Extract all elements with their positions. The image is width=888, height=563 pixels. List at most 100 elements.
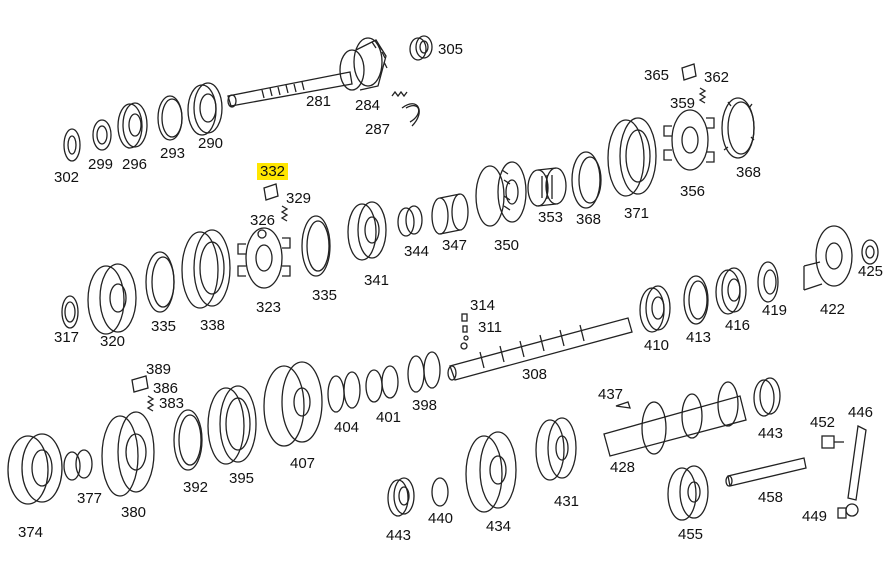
ring-440	[431, 477, 449, 507]
gear-455	[667, 465, 709, 521]
part-label-371[interactable]: 371	[624, 205, 650, 222]
clip-287	[401, 103, 420, 127]
pawl-365	[681, 63, 697, 81]
part-label-332[interactable]: 332	[257, 163, 289, 180]
bearing-401	[365, 365, 399, 403]
part-label-347[interactable]: 347	[442, 237, 468, 254]
part-label-383[interactable]: 383	[159, 395, 185, 412]
part-label-380[interactable]: 380	[121, 504, 147, 521]
gear-341	[347, 201, 387, 261]
bearing-443-right	[753, 377, 781, 417]
part-label-386[interactable]: 386	[153, 380, 179, 397]
gear-350	[475, 161, 527, 227]
part-label-350[interactable]: 350	[494, 237, 520, 254]
ring-317	[61, 295, 79, 329]
part-label-368-middle[interactable]: 368	[576, 211, 602, 228]
part-label-329[interactable]: 329	[286, 190, 312, 207]
sleeve-395	[207, 385, 257, 465]
part-label-377[interactable]: 377	[77, 490, 103, 507]
ring-302	[63, 128, 81, 162]
part-label-305[interactable]: 305	[438, 41, 464, 58]
bushing-404	[327, 371, 361, 413]
ring-368-right	[721, 97, 755, 159]
part-label-368-right[interactable]: 368	[736, 164, 762, 181]
part-label-398[interactable]: 398	[412, 397, 438, 414]
part-label-428[interactable]: 428	[610, 459, 636, 476]
part-label-299[interactable]: 299	[88, 156, 114, 173]
part-label-401[interactable]: 401	[376, 409, 402, 426]
part-label-395[interactable]: 395	[229, 470, 255, 487]
part-label-440[interactable]: 440	[428, 510, 454, 527]
synchro-hub-323	[237, 227, 291, 289]
part-label-413[interactable]: 413	[686, 329, 712, 346]
gear-434	[465, 431, 517, 513]
bearing-353	[527, 167, 567, 207]
part-label-308[interactable]: 308	[522, 366, 548, 383]
part-label-449[interactable]: 449	[802, 508, 828, 525]
part-label-335-upper[interactable]: 335	[312, 287, 338, 304]
part-label-392[interactable]: 392	[183, 479, 209, 496]
part-label-341[interactable]: 341	[364, 272, 390, 289]
bushing-347	[431, 193, 469, 235]
part-label-356[interactable]: 356	[680, 183, 706, 200]
part-label-320[interactable]: 320	[100, 333, 126, 350]
bearing-296	[117, 102, 148, 149]
part-label-338[interactable]: 338	[200, 317, 226, 334]
flange-422	[803, 225, 853, 291]
part-label-443-left[interactable]: 443	[386, 527, 412, 544]
part-label-458[interactable]: 458	[758, 489, 784, 506]
part-label-404[interactable]: 404	[334, 419, 360, 436]
part-label-326[interactable]: 326	[250, 212, 276, 229]
part-label-365[interactable]: 365	[644, 67, 670, 84]
part-label-431[interactable]: 431	[554, 493, 580, 510]
ring-413	[683, 275, 709, 325]
part-label-374[interactable]: 374	[18, 524, 44, 541]
bushing-398	[407, 351, 441, 393]
part-label-290[interactable]: 290	[198, 135, 224, 152]
part-label-323[interactable]: 323	[256, 299, 282, 316]
part-label-335-lower[interactable]: 335	[151, 318, 177, 335]
part-label-296[interactable]: 296	[122, 156, 148, 173]
part-label-455[interactable]: 455	[678, 526, 704, 543]
sleeve-371	[607, 117, 657, 197]
part-label-302[interactable]: 302	[54, 169, 80, 186]
part-label-437[interactable]: 437	[598, 386, 624, 403]
part-label-434[interactable]: 434	[486, 518, 512, 535]
bearing-443-left	[387, 477, 415, 517]
part-label-422[interactable]: 422	[820, 301, 846, 318]
spring-284	[391, 90, 408, 98]
part-label-419[interactable]: 419	[762, 302, 788, 319]
spring-386-383	[146, 395, 155, 412]
part-label-410[interactable]: 410	[644, 337, 670, 354]
ring-299	[92, 119, 112, 151]
part-label-284[interactable]: 284	[355, 97, 381, 114]
shaft-458	[725, 457, 807, 487]
part-label-287[interactable]: 287	[365, 121, 391, 138]
part-label-317[interactable]: 317	[54, 329, 80, 346]
sleeve-338	[181, 229, 231, 309]
bearing-344	[397, 205, 423, 237]
part-label-293[interactable]: 293	[160, 145, 186, 162]
part-label-446[interactable]: 446	[848, 404, 874, 421]
part-label-389[interactable]: 389	[146, 361, 172, 378]
retainer-332	[263, 183, 279, 201]
part-label-362[interactable]: 362	[704, 69, 730, 86]
main-shaft-308	[447, 317, 633, 381]
part-label-359[interactable]: 359	[670, 95, 696, 112]
part-label-281[interactable]: 281	[306, 93, 332, 110]
input-shaft-281	[227, 37, 388, 108]
part-label-416[interactable]: 416	[725, 317, 751, 334]
part-label-425[interactable]: 425	[858, 263, 884, 280]
part-label-452[interactable]: 452	[810, 414, 836, 431]
part-label-314[interactable]: 314	[470, 297, 496, 314]
part-label-353[interactable]: 353	[538, 209, 564, 226]
nut-425	[861, 239, 879, 265]
gear-431	[535, 417, 577, 481]
part-label-344[interactable]: 344	[404, 243, 430, 260]
part-label-443-right[interactable]: 443	[758, 425, 784, 442]
bearing-377	[63, 449, 93, 481]
highlighted-part-label[interactable]: 332	[257, 163, 289, 180]
part-label-311[interactable]: 311	[478, 319, 502, 336]
part-label-407[interactable]: 407	[290, 455, 316, 472]
